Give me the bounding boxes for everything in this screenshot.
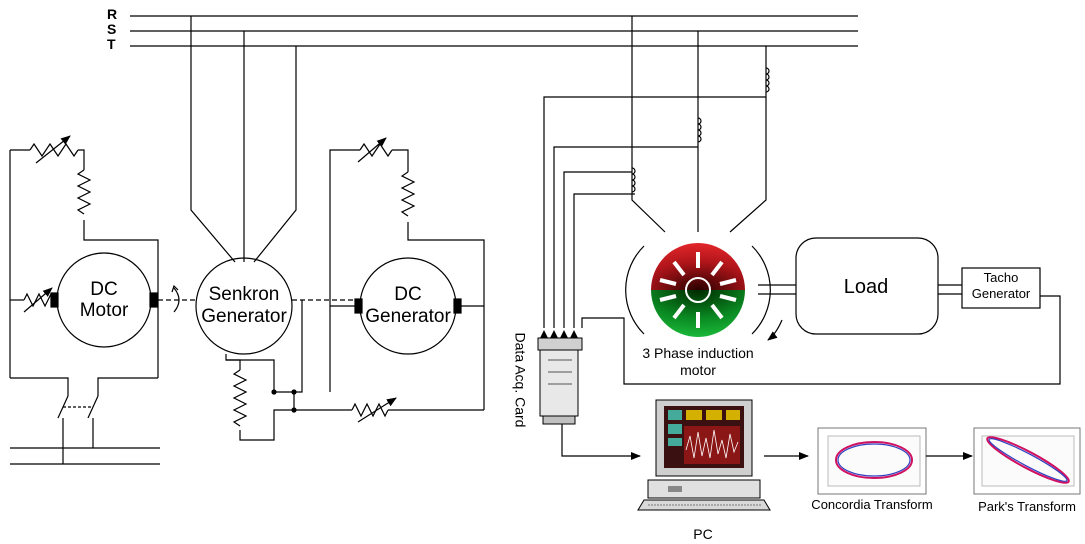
senkron-label-line1: Senkron bbox=[208, 284, 280, 305]
daq-to-pc-wire bbox=[561, 424, 641, 460]
dc-motor-wire bbox=[78, 149, 85, 170]
sensor-lead-2 bbox=[553, 146, 698, 328]
rheostat-arrow bbox=[357, 137, 387, 163]
current-sensor-coil-s bbox=[697, 117, 702, 143]
sensor-lead-1 bbox=[543, 96, 766, 328]
data-acq-card-label: Data Acq. Card bbox=[512, 332, 529, 428]
generator-field-resistor bbox=[400, 171, 416, 217]
motor-armature-rheostat bbox=[23, 292, 55, 308]
phase-s-label: S bbox=[107, 21, 117, 37]
pc-label: PC bbox=[693, 526, 713, 542]
load-box bbox=[795, 237, 939, 335]
induction-motor-label-line2: motor bbox=[680, 362, 716, 378]
data-acq-card bbox=[537, 330, 583, 425]
rotation-arrow-head bbox=[171, 284, 179, 293]
induction-rotor bbox=[651, 243, 745, 337]
dc-generator-label-line2: Generator bbox=[365, 306, 451, 327]
motor-rotation-arrow bbox=[767, 319, 783, 341]
motor-brush bbox=[149, 292, 158, 308]
sensor-lead-3 bbox=[563, 171, 632, 328]
dc-motor-wire bbox=[10, 377, 69, 396]
senkron-label-line2: Generator bbox=[201, 306, 287, 327]
concordia-label: Concordia Transform bbox=[811, 497, 933, 512]
excitation-wire bbox=[239, 409, 330, 441]
generator-field-wire bbox=[407, 222, 485, 410]
park-label: Park's Transform bbox=[978, 499, 1076, 514]
senkron-generator-body bbox=[195, 257, 293, 355]
motor-brush bbox=[50, 292, 59, 308]
motor-feed-t bbox=[729, 46, 767, 233]
current-sensor-coil-r bbox=[631, 167, 636, 193]
rheostat-arrow bbox=[357, 397, 397, 423]
induction-motor-label-line1: 3 Phase induction bbox=[642, 345, 754, 361]
sensor-lead-4 bbox=[573, 193, 635, 328]
senkron-feed-t bbox=[253, 46, 297, 263]
dc-motor-wire bbox=[97, 377, 158, 396]
park-plot bbox=[973, 427, 1081, 495]
excitation-wire bbox=[225, 300, 303, 393]
generator-field-wire bbox=[329, 149, 360, 392]
senkron-feed-r bbox=[190, 16, 236, 263]
concordia-plot bbox=[817, 427, 927, 495]
generator-field-wire bbox=[392, 149, 409, 172]
tacho-label-line2: Generator bbox=[971, 286, 1031, 301]
motor-feed-r bbox=[631, 16, 666, 233]
phase-r-label: R bbox=[107, 6, 118, 22]
tacho-feedback-wire bbox=[581, 295, 1061, 385]
dc-generator-label-line1: DC bbox=[394, 284, 422, 305]
load-label: Load bbox=[843, 276, 889, 298]
rheostat-arrow bbox=[23, 287, 53, 313]
excitation-wire bbox=[226, 359, 241, 370]
generator-brush bbox=[354, 298, 363, 314]
dc-motor-label-line1: DC bbox=[90, 279, 118, 300]
pc-computer bbox=[637, 399, 771, 511]
generator-field-rheostat bbox=[359, 142, 393, 158]
generator-load-rheostat bbox=[351, 402, 389, 418]
generator-brush bbox=[453, 298, 462, 314]
stator-arc-left bbox=[625, 245, 645, 335]
tacho-generator-box bbox=[961, 267, 1041, 309]
excitation-resistor bbox=[232, 369, 248, 427]
current-sensor-coil-t bbox=[765, 67, 770, 93]
junction-dot bbox=[271, 389, 277, 395]
dc-motor-label-line2: Motor bbox=[79, 300, 129, 321]
rotation-arrow bbox=[173, 287, 180, 313]
tacho-label-line1: Tacho bbox=[983, 270, 1019, 285]
dc-motor-wire bbox=[83, 220, 159, 300]
motor-field-resistor bbox=[76, 169, 92, 215]
phase-t-label: T bbox=[107, 36, 116, 52]
stator-arc-right bbox=[751, 245, 771, 335]
rheostat-arrow bbox=[35, 135, 71, 164]
motor-field-rheostat bbox=[29, 142, 79, 158]
double-pole-switch bbox=[87, 395, 99, 419]
